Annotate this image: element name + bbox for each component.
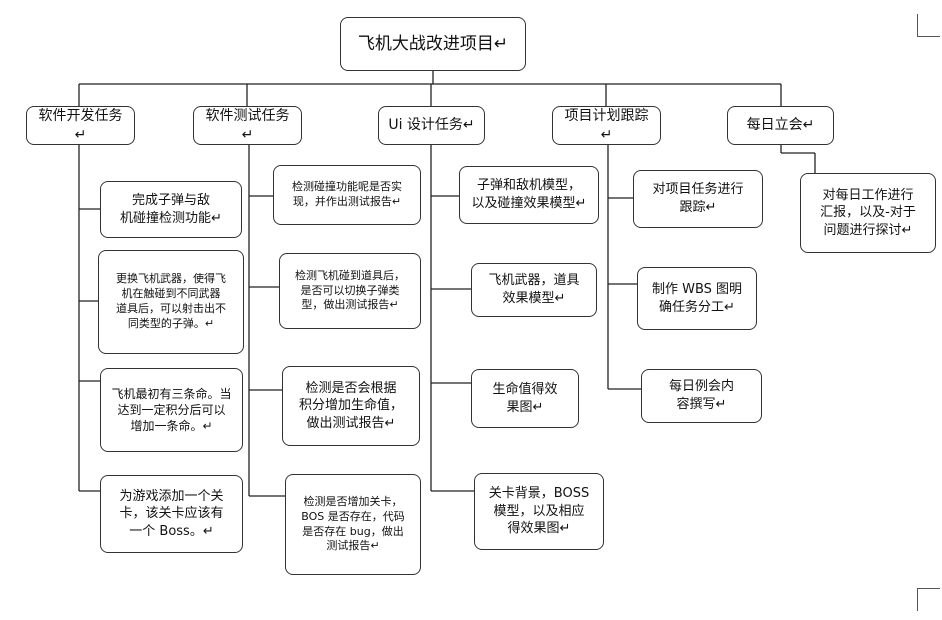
diagram-title: 飞机大战改进项目↵	[340, 17, 526, 71]
plan-task-track-tasks: 对项目任务进行 跟踪↵	[633, 170, 763, 228]
ui-task-bullet-enemy-model: 子弹和敌机模型， 以及碰撞效果模型↵	[459, 166, 599, 224]
dev-task-extra-life: 飞机最初有三条命。当 达到一定积分后可以 增加一条命。↵	[100, 368, 243, 452]
ui-task-weapon-effect-model: 飞机武器，道具 效果模型↵	[471, 263, 597, 317]
category-ui-design: Ui 设计任务↵	[378, 106, 485, 145]
category-daily-standup: 每日立会↵	[727, 106, 834, 145]
test-task-bullet-switch-report: 检测飞机碰到道具后， 是否可以切换子弹类 型，做出测试报告↵	[279, 253, 421, 329]
test-task-life-report: 检测是否会根据 积分增加生命值， 做出测试报告↵	[282, 366, 420, 446]
category-software-development: 软件开发任务↵	[26, 106, 135, 145]
standup-task-daily-report: 对每日工作进行 汇报，以及-对于 问题进行探讨↵	[800, 173, 936, 253]
dev-task-collision-detection: 完成子弹与敌 机碰撞检测功能↵	[100, 181, 242, 238]
ui-task-level-boss-visuals: 关卡背景，BOSS 模型，以及相应 得效果图↵	[474, 473, 604, 550]
ui-task-health-effect: 生命值得效 果图↵	[471, 369, 579, 428]
test-task-collision-report: 检测碰撞功能呢是否实 现，并作出测试报告↵	[273, 165, 421, 225]
category-project-tracking: 项目计划跟踪↵	[552, 106, 661, 145]
test-task-level-boss-report: 检测是否增加关卡， BOS 是否存在，代码 是否存在 bug，做出 测试报告↵	[285, 474, 421, 575]
page-corner-mark-bottom-right	[917, 588, 940, 611]
plan-task-meeting-notes: 每日例会内 容撰写↵	[641, 369, 762, 423]
plan-task-wbs-chart: 制作 WBS 图明 确任务分工↵	[637, 267, 757, 330]
page-corner-mark-top-right	[917, 14, 940, 37]
dev-task-weapon-switch: 更换飞机武器，使得飞 机在触碰到不同武器 道具后，可以射击出不 同类型的子弹。↵	[98, 250, 244, 354]
category-software-testing: 软件测试任务↵	[193, 106, 302, 145]
dev-task-boss-level: 为游戏添加一个关 卡，该关卡应该有 一个 Boss。↵	[100, 475, 243, 553]
